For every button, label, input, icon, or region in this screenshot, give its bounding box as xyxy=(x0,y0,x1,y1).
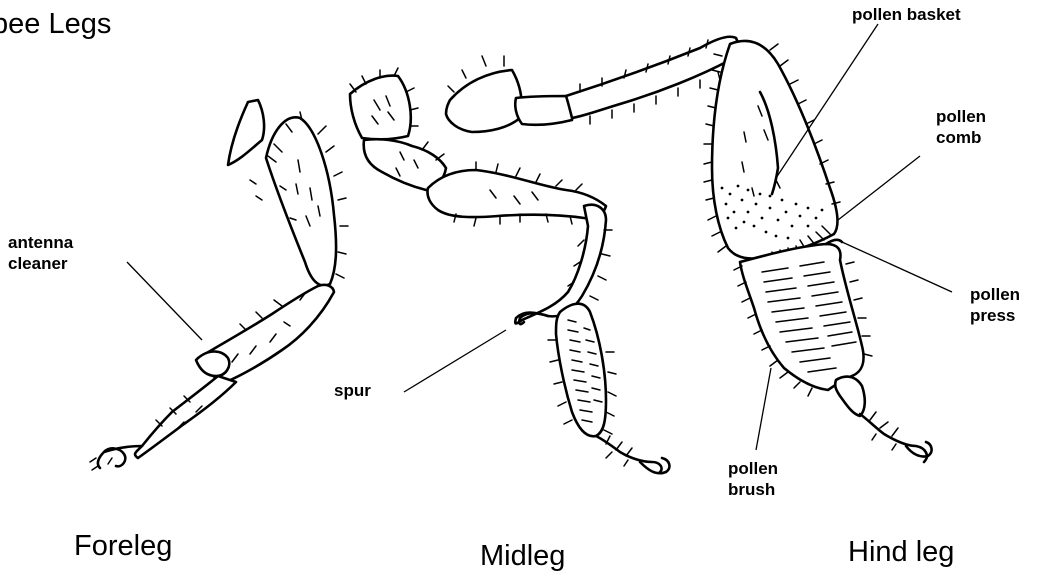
foreleg-drawing xyxy=(90,100,348,470)
leader-spur xyxy=(404,330,506,392)
caption-hind-leg: Hind leg xyxy=(848,536,954,568)
label-spur: spur xyxy=(334,380,371,401)
diagram-title: bee Legs xyxy=(0,8,111,40)
leader-pollen-comb xyxy=(838,156,920,220)
label-pollen-basket: pollen basket xyxy=(852,4,961,25)
label-pollen-comb: pollen comb xyxy=(936,106,986,148)
label-pollen-brush: pollen brush xyxy=(728,458,778,500)
caption-foreleg: Foreleg xyxy=(74,530,172,562)
leader-pollen-brush xyxy=(756,368,771,450)
caption-midleg: Midleg xyxy=(480,540,565,572)
midleg-drawing xyxy=(350,68,669,473)
label-antenna-cleaner: antenna cleaner xyxy=(8,232,73,274)
leader-antenna-cleaner xyxy=(127,262,202,340)
leader-pollen-press xyxy=(842,242,952,292)
label-pollen-press: pollen press xyxy=(970,284,1020,326)
